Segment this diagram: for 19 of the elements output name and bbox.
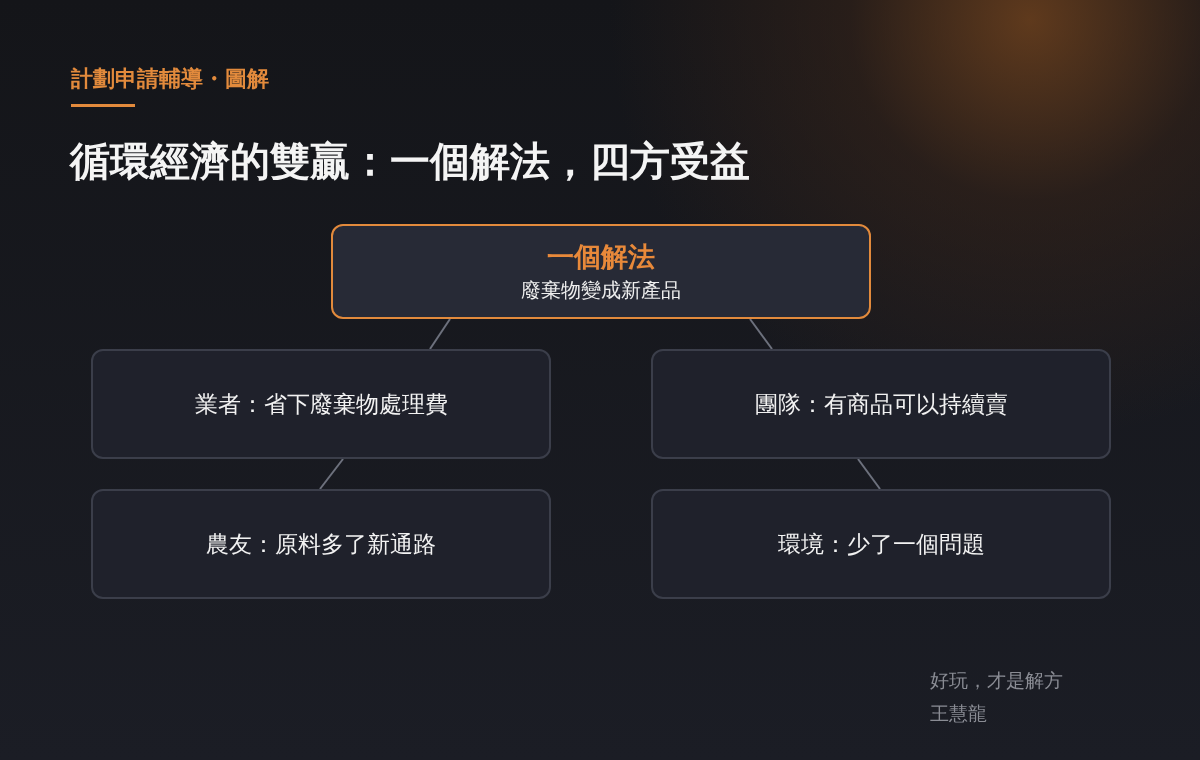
benefit-box [91,349,551,459]
box-text: 團隊：有商品可以持續賣 [754,389,1008,419]
title: 循環經濟的雙贏：一個解法，四方受益 [70,136,750,186]
benefit-box [651,489,1111,599]
box-subtitle: 廢棄物變成新產品 [521,276,681,304]
author-text: 王慧龍 [930,701,987,726]
box-text: 業者：省下廢棄物處理費 [194,389,448,419]
connector-line [857,458,881,490]
connector-line [429,318,451,350]
kicker-text: 計劃申請輔導・圖解 [71,65,269,93]
connector-line [319,458,344,490]
box-text: 農友：原料多了新通路 [206,529,436,559]
slogan-text: 好玩，才是解方 [930,668,1063,693]
box-heading: 一個解法 [547,239,655,274]
benefit-box [91,489,551,599]
benefit-box [651,349,1111,459]
box-text: 環境：少了一個問題 [777,529,985,559]
solution-box [331,224,871,319]
connector-line [749,318,773,350]
